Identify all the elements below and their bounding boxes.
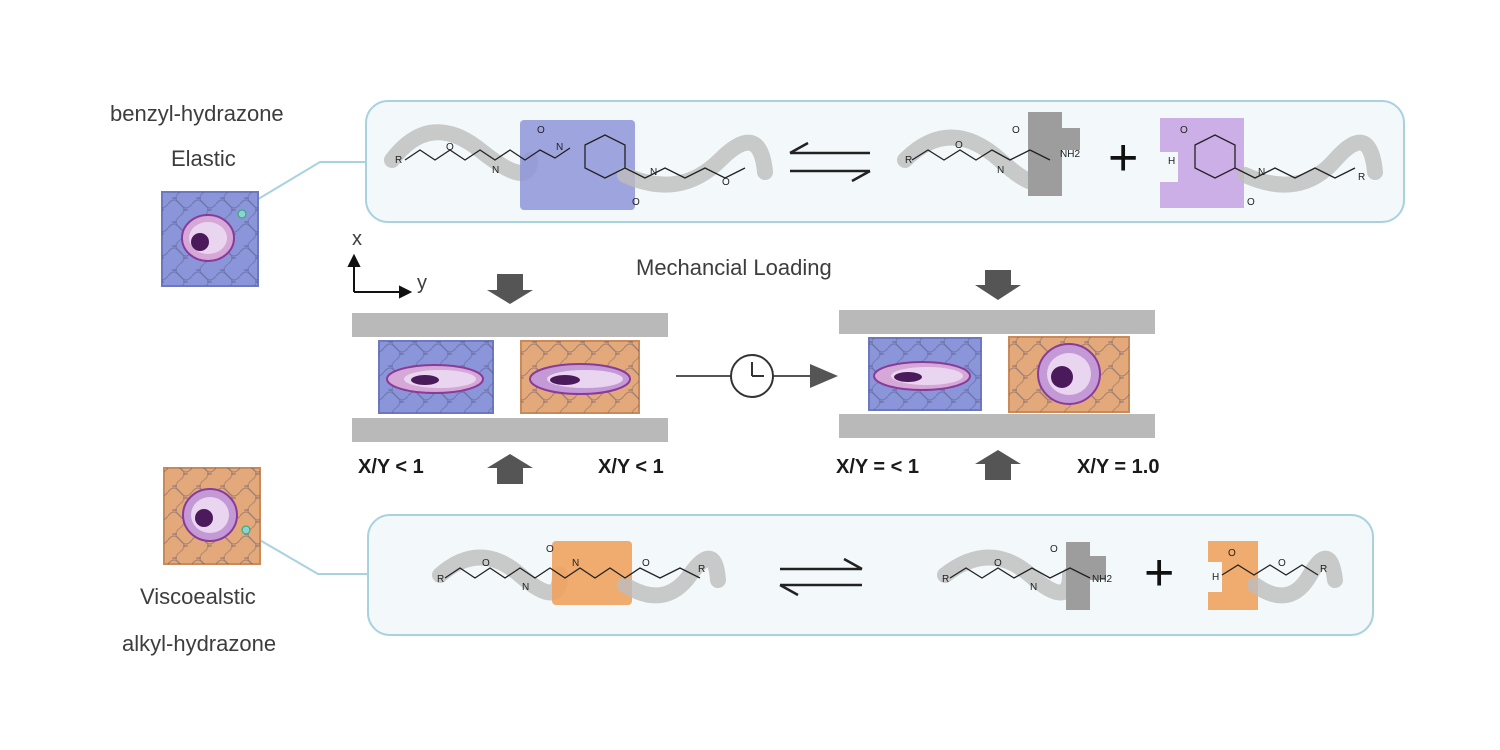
atom-R: R bbox=[1358, 172, 1365, 183]
atom-R: R bbox=[1320, 564, 1327, 575]
atom-O: O bbox=[994, 558, 1002, 569]
polymer-chain bbox=[937, 549, 1078, 601]
atom-N: N bbox=[556, 142, 563, 153]
atom-R: R bbox=[905, 155, 912, 166]
benzyl-hydrazone-molecule: R O N O N N O O bbox=[384, 120, 773, 210]
atom-N: N bbox=[1030, 582, 1037, 593]
atom-O: O bbox=[537, 125, 545, 136]
top-plate bbox=[352, 313, 668, 337]
atom-O: O bbox=[1278, 558, 1286, 569]
polymer-chain bbox=[617, 550, 726, 604]
viscoelastic-cell-relaxed bbox=[1008, 336, 1130, 413]
elastic-cell-compressed bbox=[868, 337, 982, 411]
aldehyde-highlight bbox=[1208, 541, 1258, 610]
atom-O: O bbox=[1050, 544, 1058, 555]
atom-R: R bbox=[395, 155, 402, 166]
atom-O: O bbox=[955, 140, 963, 151]
atom-O: O bbox=[1012, 125, 1020, 136]
hydrazide-molecule: R O N O NH2 bbox=[897, 112, 1080, 196]
elastic-label: Elastic bbox=[171, 146, 236, 171]
atom-O: O bbox=[632, 197, 640, 208]
bottom-plate bbox=[352, 418, 668, 442]
aldehyde-highlight bbox=[1160, 118, 1244, 208]
top-connector-line bbox=[239, 161, 366, 211]
benzyl-hydrazone-highlight bbox=[520, 120, 635, 210]
elastic-cell-compressed bbox=[378, 340, 494, 414]
atom-N: N bbox=[650, 167, 657, 178]
atom-N: N bbox=[492, 165, 499, 176]
atom-R: R bbox=[698, 564, 705, 575]
atom-R: R bbox=[437, 574, 444, 585]
atom-NH2: NH2 bbox=[1060, 149, 1080, 160]
atom-O: O bbox=[1228, 548, 1236, 559]
atom-NH2: NH2 bbox=[1092, 574, 1112, 585]
hydrazide-molecule: R O N O NH2 bbox=[937, 542, 1112, 610]
atom-H: H bbox=[1212, 572, 1219, 583]
viscoelastic-label: Viscoealstic bbox=[140, 584, 256, 609]
down-arrow-icon bbox=[487, 274, 533, 304]
plus-sign: + bbox=[1144, 544, 1174, 602]
atom-O: O bbox=[482, 558, 490, 569]
plus-sign: + bbox=[1108, 129, 1138, 187]
compression-setup-after bbox=[839, 270, 1155, 480]
atom-O: O bbox=[722, 177, 730, 188]
time-progression-arrow bbox=[676, 354, 838, 398]
ratio-right-after: X/Y = 1.0 bbox=[1077, 456, 1160, 478]
ratio-left-after: X/Y = < 1 bbox=[836, 456, 920, 478]
axis-y-label: y bbox=[417, 272, 427, 294]
viscoelastic-cell-compressed bbox=[520, 340, 640, 414]
alkyl-hydrazone-highlight bbox=[552, 541, 632, 605]
polymer-chain bbox=[1247, 550, 1343, 604]
atom-N: N bbox=[1258, 167, 1265, 178]
alkyl-hydrazone-molecule: R O N O N O R bbox=[432, 541, 726, 605]
hydrazide-block bbox=[1028, 112, 1080, 196]
atom-N: N bbox=[997, 165, 1004, 176]
clock-icon bbox=[730, 354, 774, 398]
polymer-chain bbox=[617, 134, 773, 193]
alkyl-hydrazone-label: alkyl-hydrazone bbox=[122, 631, 277, 656]
top-plate bbox=[839, 310, 1155, 334]
up-arrow-icon bbox=[975, 450, 1021, 480]
atom-O: O bbox=[446, 142, 454, 153]
equilibrium-arrows bbox=[779, 557, 863, 597]
equilibrium-arrows bbox=[789, 141, 871, 183]
atom-O: O bbox=[1180, 125, 1188, 136]
bottom-connector-line bbox=[245, 531, 368, 575]
compression-setup-before bbox=[352, 274, 668, 484]
elastic-cell-icon bbox=[161, 191, 259, 287]
up-arrow-icon bbox=[487, 454, 533, 484]
atom-O: O bbox=[1247, 197, 1255, 208]
axis-x-label: x bbox=[352, 228, 362, 250]
atom-O: O bbox=[546, 544, 554, 555]
viscoelastic-cell-icon bbox=[163, 467, 261, 565]
atom-O: O bbox=[642, 558, 650, 569]
alkyl-aldehyde-molecule: H O O R bbox=[1208, 541, 1343, 610]
benzaldehyde-molecule: H O N O R bbox=[1160, 118, 1383, 208]
ratio-left-before: X/Y < 1 bbox=[358, 456, 424, 478]
atom-H: H bbox=[1168, 156, 1175, 167]
ratio-right-before: X/Y < 1 bbox=[598, 456, 664, 478]
bottom-plate bbox=[839, 414, 1155, 438]
mechanical-loading-label: Mechancial Loading bbox=[636, 255, 832, 280]
down-arrow-icon bbox=[975, 270, 1021, 300]
polymer-chain bbox=[1237, 134, 1383, 193]
atom-N: N bbox=[572, 558, 579, 569]
atom-R: R bbox=[942, 574, 949, 585]
axis-indicator bbox=[347, 253, 413, 299]
atom-N: N bbox=[522, 582, 529, 593]
benzyl-hydrazone-label: benzyl-hydrazone bbox=[110, 101, 284, 126]
